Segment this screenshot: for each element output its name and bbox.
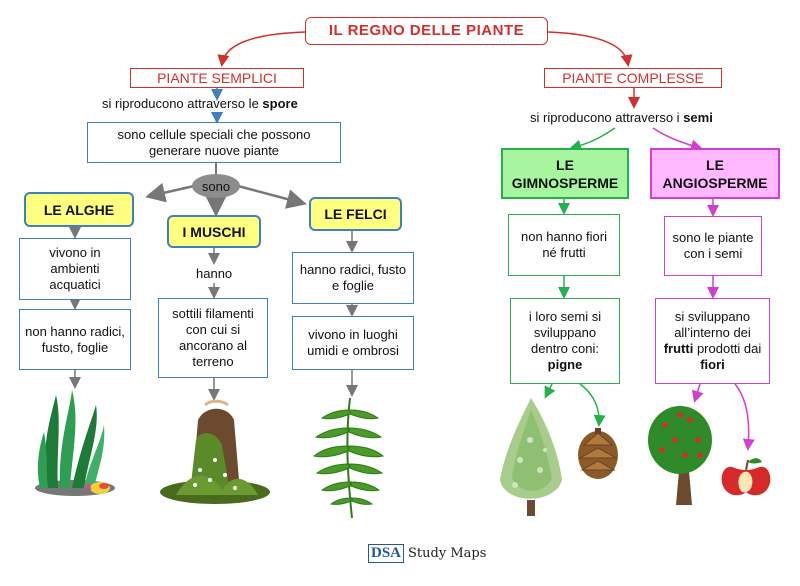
angio-desc-1: sono le piante con i semi (664, 216, 762, 276)
pinecone-illustration (578, 428, 618, 479)
complex-repro-bold: semi (683, 110, 713, 125)
angio-desc-2-mid: prodotti dai (693, 341, 762, 356)
alghe-desc-1: vivono in ambienti acquatici (19, 238, 131, 300)
apple-tree-illustration (648, 406, 712, 505)
gimno-desc-1: non hanno fiori né frutti (508, 214, 620, 276)
arrow-sono-alghe (145, 182, 195, 203)
complex-repro-prefix: si riproducono attraverso i (530, 110, 684, 125)
gimno-desc-2: i loro semi si sviluppano dentro coni: p… (510, 298, 620, 384)
angio-desc-2-bold-2: fiori (700, 357, 725, 372)
angio-name-2: ANGIOSPERME (662, 174, 768, 191)
spore-description-box: sono cellule speciali che possono genera… (87, 122, 341, 163)
angio-desc-2-bold-1: frutti (663, 341, 694, 356)
felci-desc-1-text: hanno radici, fusto e foglie (299, 262, 407, 293)
felci-desc-2-text: vivono in luoghi umidi e ombrosi (307, 327, 399, 358)
complex-repro-text: si riproducono attraverso i semi (530, 110, 713, 125)
simple-plants-label-text: PIANTE SEMPLICI (157, 70, 277, 86)
apple-illustration (721, 458, 771, 496)
arrow-title-simple (217, 31, 306, 67)
simple-repro-bold: spore (262, 96, 298, 111)
gimno-name-1: LE (556, 156, 574, 173)
muschi-desc-1: sottili filamenti con cui si ancorano al… (158, 298, 268, 378)
arrow-sono-felci (237, 184, 307, 209)
arrow-title-complex (547, 31, 633, 67)
spore-description-text: sono cellule speciali che possono genera… (117, 126, 311, 158)
felci-desc-2: vivono in luoghi umidi e ombrosi (292, 316, 414, 370)
muschi-desc-1-text: sottili filamenti con cui si ancorano al… (172, 306, 254, 369)
sono-connector: sono (192, 174, 240, 198)
algae-illustration (35, 390, 115, 496)
angio-desc-2-text: si sviluppano all’interno dei frutti pro… (660, 309, 765, 373)
gimno-name-2: GIMNOSPERME (511, 174, 619, 191)
simple-plants-label: PIANTE SEMPLICI (130, 68, 304, 88)
angio-desc-2: si sviluppano all’interno dei frutti pro… (655, 298, 770, 384)
alghe-name: LE ALGHE (43, 201, 115, 218)
gimno-desc-2-text: i loro semi si sviluppano dentro coni: (528, 309, 602, 356)
alghe-header: LE ALGHE (24, 192, 134, 227)
page-title-text: IL REGNO DELLE PIANTE (328, 22, 525, 39)
gimnosperme-header: LE GIMNOSPERME (501, 148, 629, 199)
felci-header: LE FELCI (309, 197, 402, 231)
felci-name: LE FELCI (324, 206, 387, 222)
alghe-desc-2: non hanno radici, fusto, foglie (19, 309, 131, 370)
angio-desc-2-prefix: si sviluppano all’interno dei (674, 309, 751, 340)
page-title: IL REGNO DELLE PIANTE (305, 17, 548, 45)
muschi-connector: hanno (196, 266, 233, 281)
muschi-name: I MUSCHI (182, 223, 246, 240)
conifer-tree-illustration (500, 398, 562, 516)
angiosperme-header: LE ANGIOSPERME (650, 148, 780, 199)
felci-desc-1: hanno radici, fusto e foglie (292, 252, 414, 304)
gimno-desc-1-text: non hanno fiori né frutti (520, 229, 607, 260)
footer-text: Study Maps (408, 546, 487, 561)
alghe-desc-1-text: vivono in ambienti acquatici (49, 245, 101, 292)
footer-brand: DSA (368, 544, 405, 563)
arrow-semi-angio (652, 127, 703, 152)
moss-stump-illustration (160, 399, 270, 504)
angio-desc-1-text: sono le piante con i semi (672, 230, 754, 261)
footer-logo: DSA Study Maps (368, 544, 486, 563)
arrow-semi-gimno (569, 127, 616, 152)
simple-repro-prefix: si riproducono attraverso le (102, 96, 263, 111)
angio-name-1: LE (706, 156, 724, 173)
gimno-desc-2-bold: pigne (547, 357, 583, 372)
fern-illustration (312, 397, 385, 519)
simple-repro-text: si riproducono attraverso le spore (102, 96, 298, 111)
complex-plants-label: PIANTE COMPLESSE (544, 68, 722, 88)
sono-text: sono (201, 178, 231, 194)
complex-plants-label-text: PIANTE COMPLESSE (562, 70, 704, 86)
alghe-desc-2-text: non hanno radici, fusto, foglie (25, 323, 125, 355)
muschi-header: I MUSCHI (167, 215, 261, 248)
